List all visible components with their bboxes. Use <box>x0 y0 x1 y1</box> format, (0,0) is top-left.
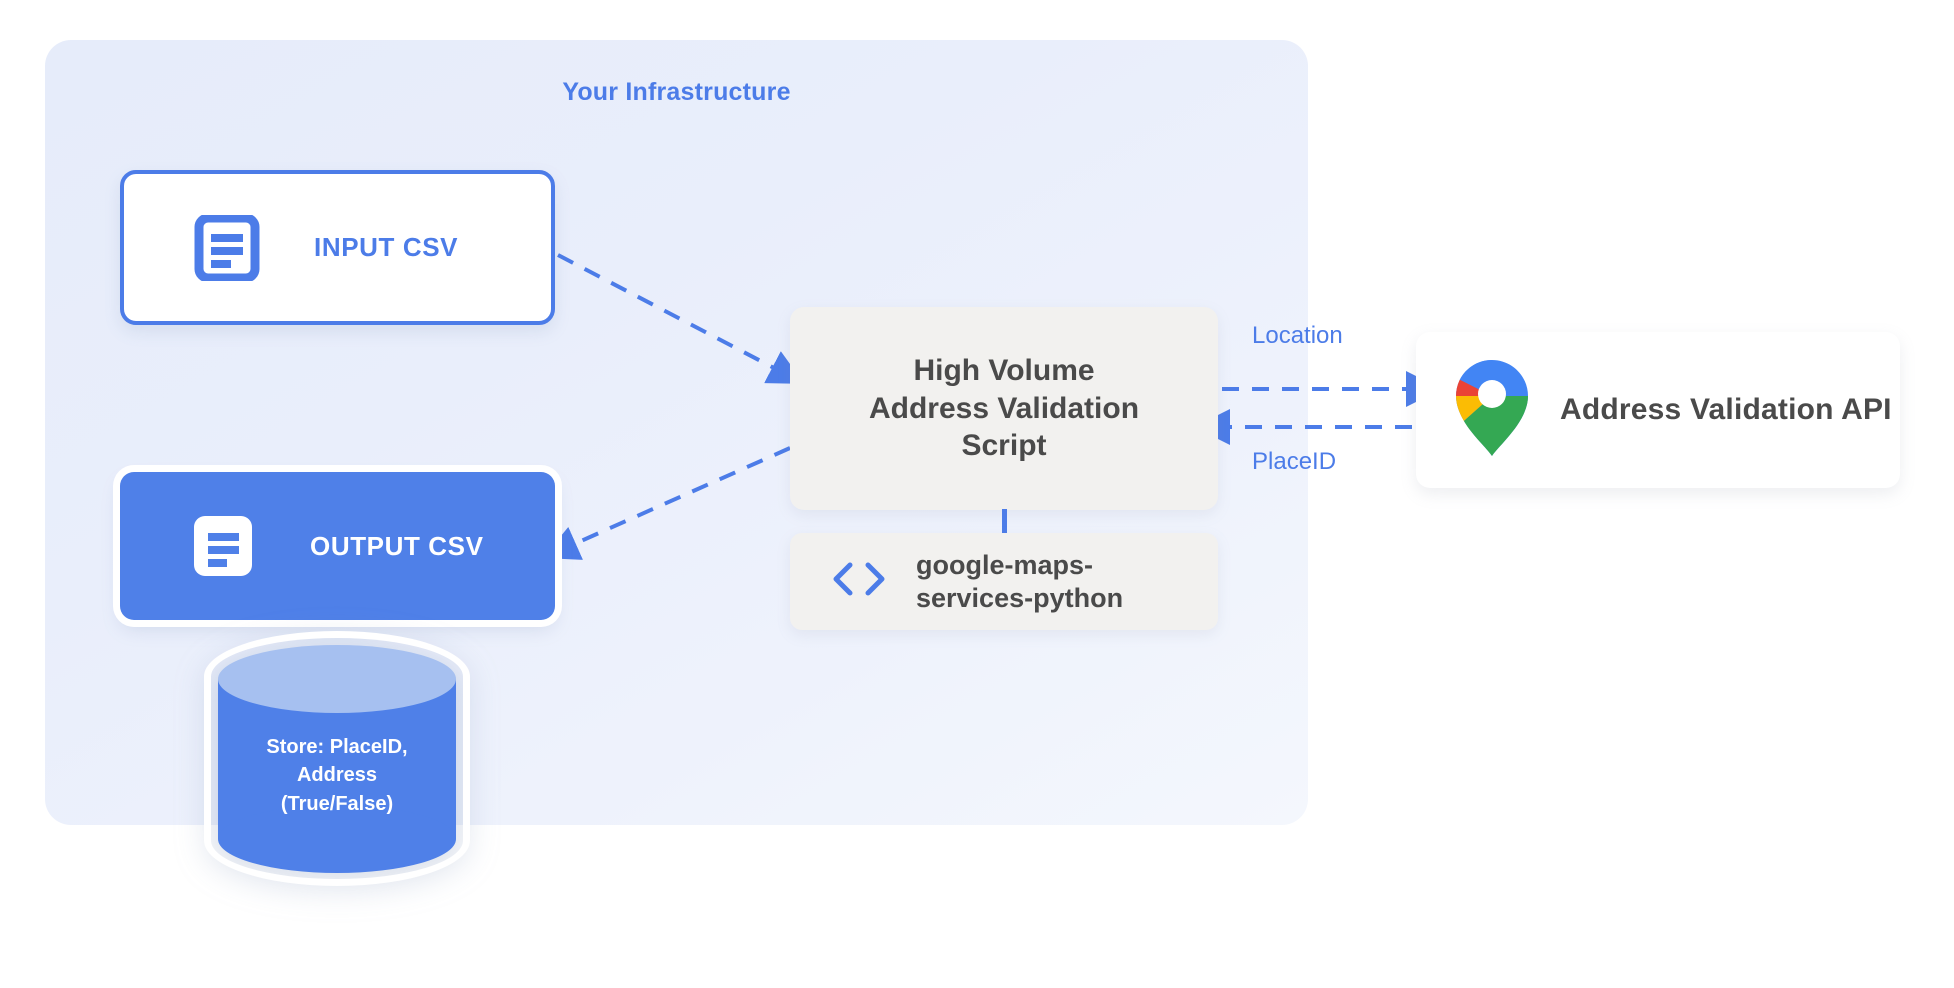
node-library-line-1: google-maps- <box>916 550 1094 581</box>
node-output-csv-label: OUTPUT CSV <box>310 530 484 561</box>
database-label-line-1: Store: PlaceID, <box>266 736 408 758</box>
database-top-ellipse <box>218 645 456 713</box>
node-script-line-2: Address Validation <box>868 391 1140 425</box>
node-library[interactable]: google-maps- services-python <box>790 533 1218 630</box>
document-icon <box>190 513 256 579</box>
node-library-line-2: services-python <box>916 582 1124 613</box>
infrastructure-title: Your Infrastructure <box>562 78 791 106</box>
node-script-line-1: High Volume <box>913 353 1095 387</box>
node-script[interactable]: High Volume Address Validation Script <box>790 307 1218 510</box>
edge-script-to-library <box>1002 509 1007 535</box>
google-maps-pin-icon <box>1456 359 1528 461</box>
node-address-validation-api[interactable]: Address Validation API <box>1416 332 1900 488</box>
node-api-label: Address Validation API <box>1560 393 1892 426</box>
node-input-csv-label: INPUT CSV <box>314 232 459 262</box>
node-output-csv[interactable]: OUTPUT CSV <box>120 472 555 620</box>
edge-label-placeid: PlaceID <box>1252 448 1337 475</box>
edge-label-location: Location <box>1252 322 1343 349</box>
node-library-label: google-maps- services-python <box>916 549 1123 614</box>
database-label-line-2: Address <box>296 764 378 787</box>
database-label: Store: PlaceID, Address (True/False) <box>218 733 456 818</box>
node-script-line-3: Script <box>961 429 1047 463</box>
document-icon <box>194 213 260 282</box>
database-bottom-ellipse <box>218 805 456 873</box>
node-database[interactable]: Store: PlaceID, Address (True/False) <box>218 645 456 873</box>
database-label-line-3: (True/False) <box>280 792 394 815</box>
node-input-csv[interactable]: INPUT CSV <box>120 170 555 325</box>
code-brackets-icon <box>830 561 888 602</box>
